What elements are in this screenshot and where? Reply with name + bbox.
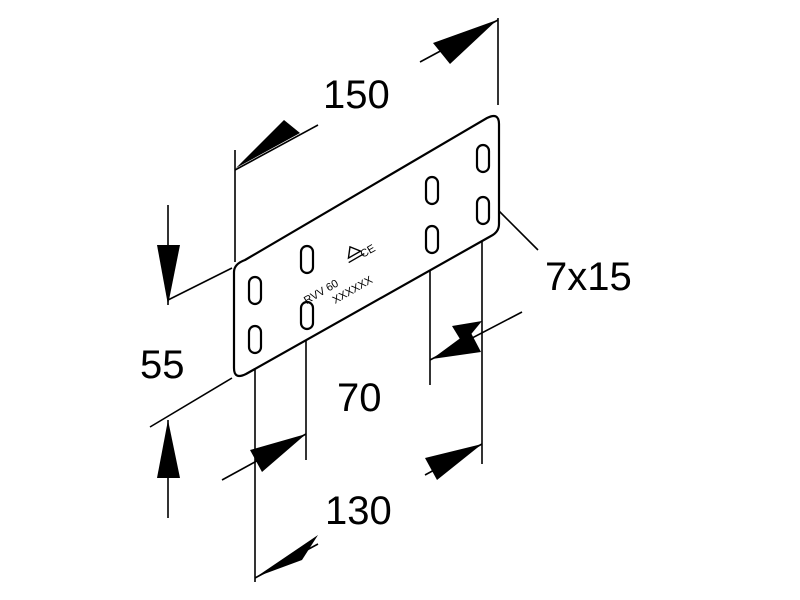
slot-top-left bbox=[247, 275, 263, 306]
arrow-150-left bbox=[236, 120, 300, 168]
slot-bottom-right bbox=[475, 195, 491, 226]
arrow-55-bottom bbox=[157, 420, 180, 478]
arrow-70-right bbox=[452, 321, 482, 344]
arrow-130-bottom bbox=[256, 535, 318, 577]
slot-bottom-left bbox=[247, 324, 263, 355]
slot-top-inner-left bbox=[299, 244, 315, 275]
connector-plate: RVV 60 XXXXXX CE bbox=[232, 114, 501, 378]
dimension-label-130: 130 bbox=[325, 489, 392, 533]
arrow-150-right bbox=[433, 20, 497, 64]
dimension-label-slot-size: 7x15 bbox=[545, 255, 632, 299]
arrow-130-outer bbox=[425, 444, 482, 480]
arrow-130-inner bbox=[250, 434, 306, 472]
dimension-label-55: 55 bbox=[140, 343, 185, 387]
slot-top-inner-right bbox=[424, 175, 440, 206]
arrow-70-left bbox=[432, 331, 481, 359]
extension-lines bbox=[149, 18, 539, 582]
slot-bottom-inner-right bbox=[424, 224, 440, 255]
slot-top-right bbox=[475, 143, 491, 174]
dimension-label-70: 70 bbox=[337, 376, 382, 420]
recycle-icon bbox=[347, 245, 365, 264]
dimension-label-150: 150 bbox=[323, 73, 390, 117]
arrow-55-top bbox=[157, 245, 180, 305]
slot-bottom-inner-left bbox=[299, 300, 315, 331]
arrowheads bbox=[157, 20, 497, 577]
